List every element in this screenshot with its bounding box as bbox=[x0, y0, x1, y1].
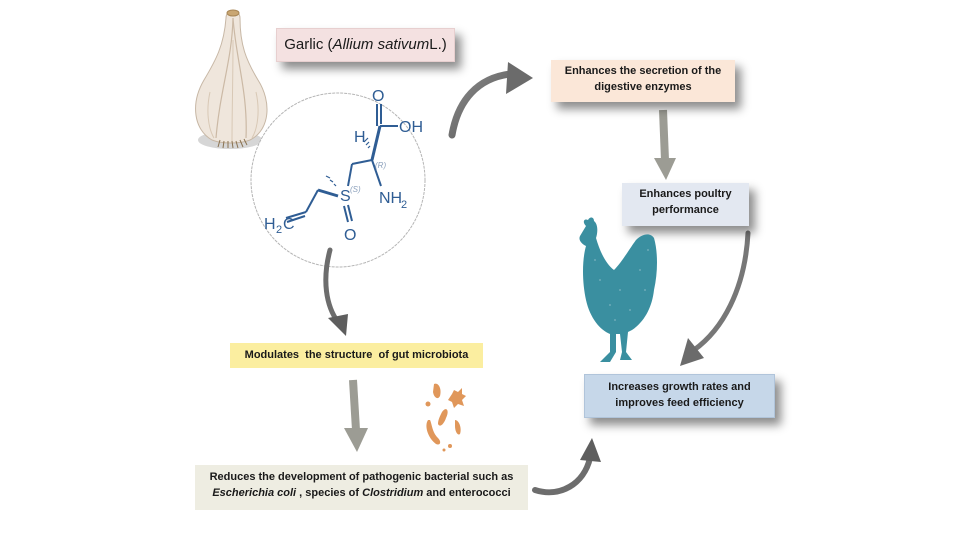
enzymes-box: Enhances the secretion of the digestive … bbox=[551, 60, 735, 102]
molecule-label-s-config: (S) bbox=[350, 185, 361, 194]
microbiota-text: Modulates the structure of gut microbiot… bbox=[244, 348, 469, 361]
enzymes-line-2: digestive enzymes bbox=[594, 80, 692, 93]
garlic-title-prefix: Garlic ( bbox=[284, 36, 333, 54]
microbiota-box: Modulates the structure of gut microbiot… bbox=[230, 343, 483, 368]
garlic-species-name: Allium sativum bbox=[332, 36, 430, 54]
molecule-label-c: C bbox=[283, 216, 295, 233]
arrow-to-reduces bbox=[344, 379, 368, 452]
species-escherichia-coli: Escherichia coli bbox=[212, 486, 297, 499]
molecule-label-s: S bbox=[340, 188, 351, 205]
arrow-to-poultry bbox=[654, 109, 676, 180]
enzymes-line-1: Enhances the secretion of the bbox=[564, 65, 722, 77]
molecule-label-o: O bbox=[372, 88, 384, 105]
growth-line-2: improves feed efficiency bbox=[615, 396, 744, 409]
arrow-to-enzymes bbox=[448, 62, 533, 139]
molecule-label-h: H bbox=[354, 129, 366, 146]
garlic-title-box: Garlic (Allium sativum L.) bbox=[276, 28, 455, 62]
molecule-label-r: (R) bbox=[375, 161, 386, 170]
molecule-label-h2: H bbox=[264, 216, 276, 233]
molecule-label-so: O bbox=[344, 227, 356, 244]
growth-efficiency-box: Increases growth rates and improves feed… bbox=[584, 374, 775, 418]
molecule-label-h2-sub: 2 bbox=[276, 224, 282, 236]
pathogen-reduction-box: Reduces the development of pathogenic ba… bbox=[195, 465, 528, 510]
poultry-performance-box: Enhances poultry performance bbox=[622, 183, 749, 226]
growth-line-1: Increases growth rates and bbox=[608, 381, 751, 393]
molecule-label-oh: OH bbox=[399, 119, 423, 136]
molecule-label-nh-sub: 2 bbox=[401, 199, 407, 211]
molecule-label-nh: NH bbox=[379, 190, 402, 207]
arrow-to-growth-from-reduces bbox=[532, 438, 601, 496]
reduces-line-2: Escherichia coli , species of Clostridiu… bbox=[195, 486, 528, 502]
reduces-line-1: Reduces the development of pathogenic ba… bbox=[209, 471, 514, 483]
poultry-line-2: performance bbox=[652, 203, 719, 216]
garlic-title-suffix: L.) bbox=[429, 36, 447, 54]
poultry-line-1: Enhances poultry bbox=[639, 188, 732, 200]
reduces-middle-text: , species of bbox=[296, 486, 363, 499]
reduces-end-text: and enterococci bbox=[423, 486, 511, 499]
arrow-to-microbiota bbox=[323, 247, 348, 336]
species-clostridium: Clostridium bbox=[362, 486, 424, 499]
arrow-to-growth bbox=[680, 230, 751, 366]
